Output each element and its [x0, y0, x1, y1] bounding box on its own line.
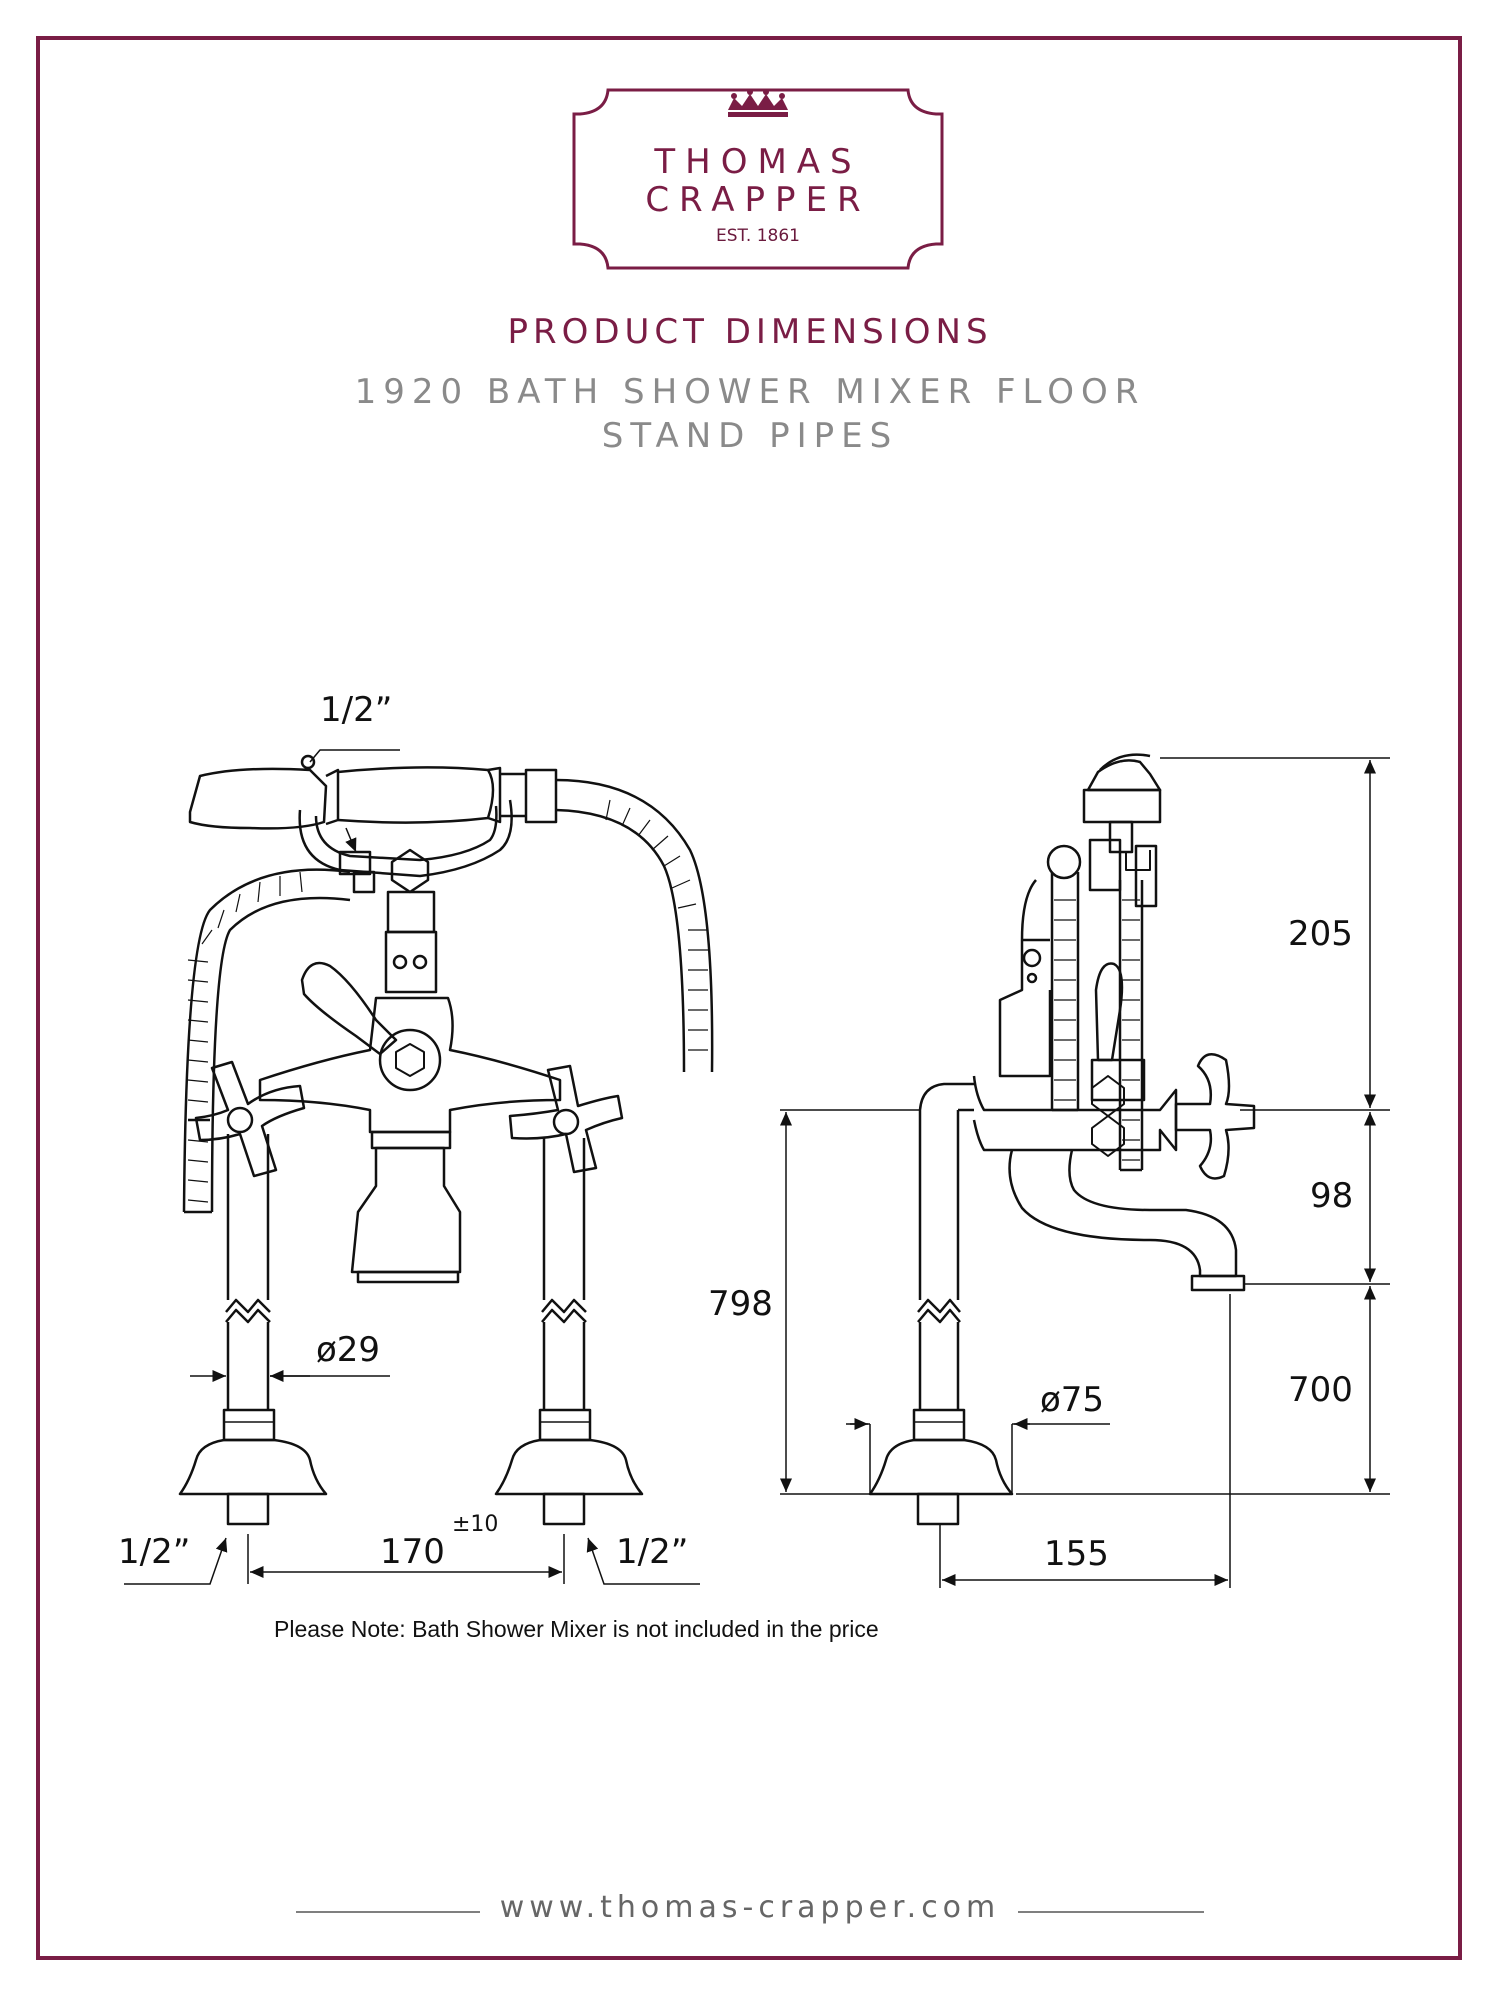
mixer-body-side	[972, 1075, 1178, 1152]
shower-head-side	[1086, 759, 1162, 792]
column-side	[998, 879, 1052, 1078]
right-inlet-label: 1/2”	[616, 1532, 689, 1572]
hose-thread-label: 1/2”	[320, 690, 393, 730]
brand-logo	[572, 88, 944, 270]
base-flange-side	[868, 1438, 1014, 1496]
shower-hose-right	[555, 778, 714, 1073]
shower-hose-left	[182, 868, 351, 1213]
cross-handle-right	[508, 1064, 624, 1174]
product-name-line2: STAND PIPES	[601, 416, 899, 456]
stand-pipe-right	[542, 1138, 586, 1300]
shower-head-front	[188, 767, 328, 830]
centres-tolerance-label: ±10	[452, 1512, 499, 1537]
spout-projection-label: 155	[1044, 1534, 1109, 1574]
cross-handle-left	[194, 1060, 306, 1178]
lever-handle-side	[1094, 962, 1124, 1062]
front-dimensions	[124, 1370, 700, 1585]
centres-label: 170	[380, 1532, 445, 1572]
product-name: 1920 BATH SHOWER MIXER FLOOR STAND PIPES	[300, 370, 1200, 458]
handset-cradle	[298, 799, 513, 878]
mixer-body-front	[258, 996, 562, 1134]
base-flange-right	[494, 1438, 644, 1496]
product-name-line1: 1920 BATH SHOWER MIXER FLOOR	[354, 372, 1146, 412]
front-view	[178, 749, 714, 1526]
left-inlet-label: 1/2”	[118, 1532, 191, 1572]
side-view	[868, 753, 1256, 1526]
website-link[interactable]: www.thomas-crapper.com	[499, 1890, 1001, 1925]
brand-established: EST. 1861	[716, 226, 800, 246]
cross-handle-side	[1174, 1053, 1256, 1180]
brand-name-line1: THOMAS	[654, 142, 862, 182]
page-border	[36, 36, 1462, 1960]
lower-height-label: 700	[1288, 1370, 1353, 1410]
diverter-hex	[390, 848, 430, 894]
stand-pipe-side	[918, 1082, 976, 1300]
mid-height-label: 98	[1310, 1176, 1354, 1216]
base-flange-left	[178, 1438, 328, 1496]
side-dimensions	[780, 757, 1390, 1588]
upper-height-label: 205	[1288, 914, 1353, 954]
logo-frame	[572, 88, 944, 270]
shower-hose-side	[1050, 872, 1144, 1170]
handset-grip	[337, 766, 495, 824]
total-height-label: 798	[708, 1284, 773, 1324]
mixer-centre-nut	[378, 1028, 442, 1092]
stand-pipe-left	[226, 1134, 270, 1300]
hose-stripes	[187, 799, 708, 1203]
crown-icon	[728, 89, 788, 117]
spout-front	[350, 1146, 462, 1274]
price-note: Please Note: Bath Shower Mixer is not in…	[274, 1616, 879, 1642]
brand-name-line2: CRAPPER	[645, 180, 871, 220]
lever-handle-front	[300, 961, 398, 1056]
pipe-diameter-label: ø29	[316, 1330, 381, 1370]
page-title: PRODUCT DIMENSIONS	[507, 312, 993, 352]
base-diameter-label: ø75	[1040, 1380, 1105, 1420]
